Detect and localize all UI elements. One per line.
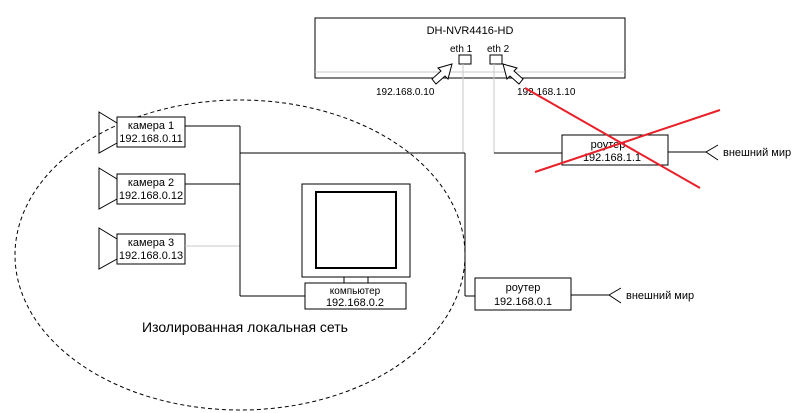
disabled-cross-mark [524,87,721,189]
router-main-name: роутер [506,282,541,294]
camera-3: камера 3 192.168.0.13 [98,227,186,270]
eth1-label: eth 1 [450,44,473,55]
router-crossed-name: роутер [591,139,626,151]
router-crossed: роутер 192.168.1.1 внешний мир [561,134,791,166]
computer-ip: 192.168.0.2 [326,297,384,309]
camera-2-ip: 192.168.0.12 [119,190,183,202]
eth1-arrow-icon [431,63,453,85]
eth1-port [458,54,472,65]
nvr-device: DH-NVR4416-HD eth 1 eth 2 [314,17,626,79]
computer: компьютер 192.168.0.2 [301,183,411,310]
camera-1-name: камера 1 [128,120,174,132]
router-main-wan: внешний мир [626,290,694,302]
router-crossed-ip: 192.168.1.1 [583,152,641,164]
camera-3-ip: 192.168.0.13 [119,250,183,262]
router-crossed-wan: внешний мир [723,147,791,159]
eth2-port [489,54,503,65]
router-crossed-antenna-icon [705,144,719,161]
nvr-title: DH-NVR4416-HD [427,25,514,37]
camera-1-ip: 192.168.0.11 [119,133,182,145]
router-main-ip: 192.168.0.1 [494,296,552,308]
camera-1: камера 1 192.168.0.11 [98,111,186,154]
router-main-antenna-icon [608,287,622,304]
camera-3-name: камера 3 [128,237,174,249]
camera-2-name: камера 2 [128,177,174,189]
eth2-label: eth 2 [487,44,510,55]
eth2-arrow-icon [502,63,524,85]
computer-name: компьютер [330,286,381,297]
eth2-ip: 192.168.1.10 [517,87,576,98]
camera-2: камера 2 192.168.0.12 [98,167,186,210]
router-main: роутер 192.168.0.1 внешний мир [474,277,694,311]
eth1-ip: 192.168.0.10 [376,87,435,98]
isolated-lan-label: Изолированная локальная сеть [142,319,348,335]
